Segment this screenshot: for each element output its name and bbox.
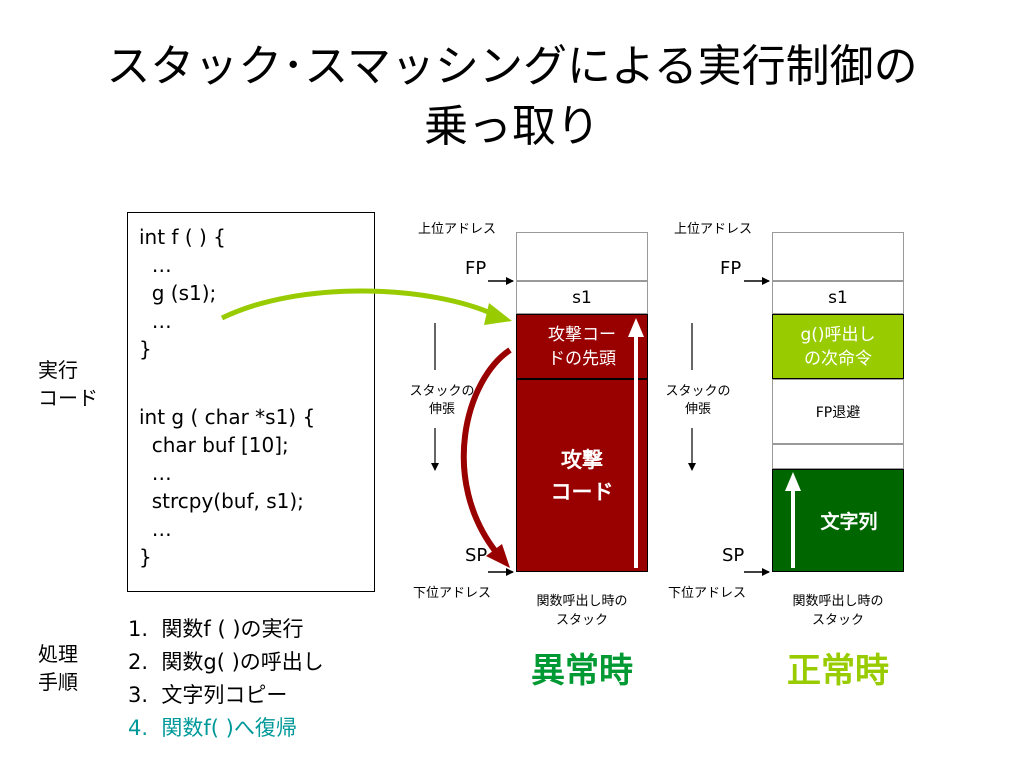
abnormal-result: 異常時 <box>531 651 633 691</box>
abnormal-growth-label-2: 伸張 <box>428 402 455 417</box>
attack-redirect-arrow <box>460 347 512 554</box>
normal-copy-arrowhead <box>785 472 801 491</box>
attack-head-text-2: ドの先頭 <box>548 348 616 369</box>
abnormal-lower-address: 下位アドレス <box>413 586 492 601</box>
call-jump-arrow <box>220 288 497 321</box>
code-line: … <box>139 253 172 277</box>
abnormal-s1-label: s1 <box>572 287 592 308</box>
step-1: 1. 関数f ( )の実行 <box>128 617 304 641</box>
return-text-2: の次命令 <box>804 348 872 369</box>
abnormal-caption-1: 関数呼出し時の <box>536 594 628 609</box>
normal-growth-label-1: スタックの <box>665 384 731 399</box>
normal-caption-1: 関数呼出し時の <box>792 594 884 609</box>
fp-save-text: FP退避 <box>815 404 861 421</box>
abnormal-upper-address: 上位アドレス <box>418 222 497 237</box>
normal-growth-label-2: 伸張 <box>684 402 711 417</box>
abnormal-s1-cell: s1 <box>516 281 648 314</box>
normal-fp-label: FP <box>720 258 742 279</box>
normal-stack-top-cell <box>772 232 904 281</box>
attack-code-text-1: 攻撃 <box>561 447 603 472</box>
normal-sp-label: SP <box>722 545 745 566</box>
abnormal-overflow-arrowhead <box>628 318 644 337</box>
code-line: char buf [10]; <box>139 433 289 457</box>
normal-s1-cell: s1 <box>772 281 904 314</box>
code-line: … <box>139 309 172 333</box>
step-2: 2. 関数g( )の呼出し <box>128 650 324 674</box>
normal-fp-save-cell: FP退避 <box>772 379 904 444</box>
normal-return-address-cell: g()呼出し の次命令 <box>772 314 904 379</box>
code-line: … <box>139 517 172 541</box>
normal-lower-address: 下位アドレス <box>668 586 747 601</box>
normal-caption-2: スタック <box>811 613 864 628</box>
attack-head-text-1: 攻撃コー <box>548 324 616 345</box>
code-line: int f ( ) { <box>139 225 226 249</box>
normal-result: 正常時 <box>787 651 889 691</box>
step-3: 3. 文字列コピー <box>128 683 288 707</box>
normal-s1-label: s1 <box>828 287 848 308</box>
code-line: g (s1); <box>139 281 217 305</box>
code-line: strcpy(buf, s1); <box>139 489 304 513</box>
attack-redirect-arrowhead <box>486 544 510 568</box>
exec-code-label-1: 実行 <box>38 358 78 382</box>
slide-title-line2: 乗っ取り <box>424 101 600 152</box>
code-line: } <box>139 337 152 361</box>
abnormal-growth-label-1: スタックの <box>409 384 475 399</box>
string-text: 文字列 <box>820 511 878 533</box>
step-4: 4. 関数f( )へ復帰 <box>128 716 297 740</box>
process-label-1: 処理 <box>38 642 78 666</box>
abnormal-caption-2: スタック <box>555 613 608 628</box>
normal-upper-address: 上位アドレス <box>674 222 753 237</box>
abnormal-stack-top-cell <box>516 232 648 281</box>
slide-title-line1: スタック･スマッシングによる実行制御の <box>106 41 918 92</box>
code-line: … <box>139 461 172 485</box>
process-label-2: 手順 <box>38 670 78 694</box>
code-box: int f ( ) { … g (s1); … } int g ( char *… <box>127 212 375 592</box>
abnormal-attack-code-cell: 攻撃 コード <box>516 379 648 572</box>
code-line: int g ( char *s1) { <box>139 405 316 429</box>
return-text-1: g()呼出し <box>800 324 876 345</box>
exec-code-label-2: コード <box>38 386 98 410</box>
normal-empty-cell <box>772 444 904 469</box>
call-jump-arrowhead <box>484 303 512 325</box>
abnormal-fp-label: FP <box>465 258 487 279</box>
abnormal-sp-label: SP <box>465 545 488 566</box>
attack-code-text-2: コード <box>550 479 614 504</box>
code-line: } <box>139 545 152 569</box>
abnormal-attack-head-cell: 攻撃コー ドの先頭 <box>516 314 648 379</box>
